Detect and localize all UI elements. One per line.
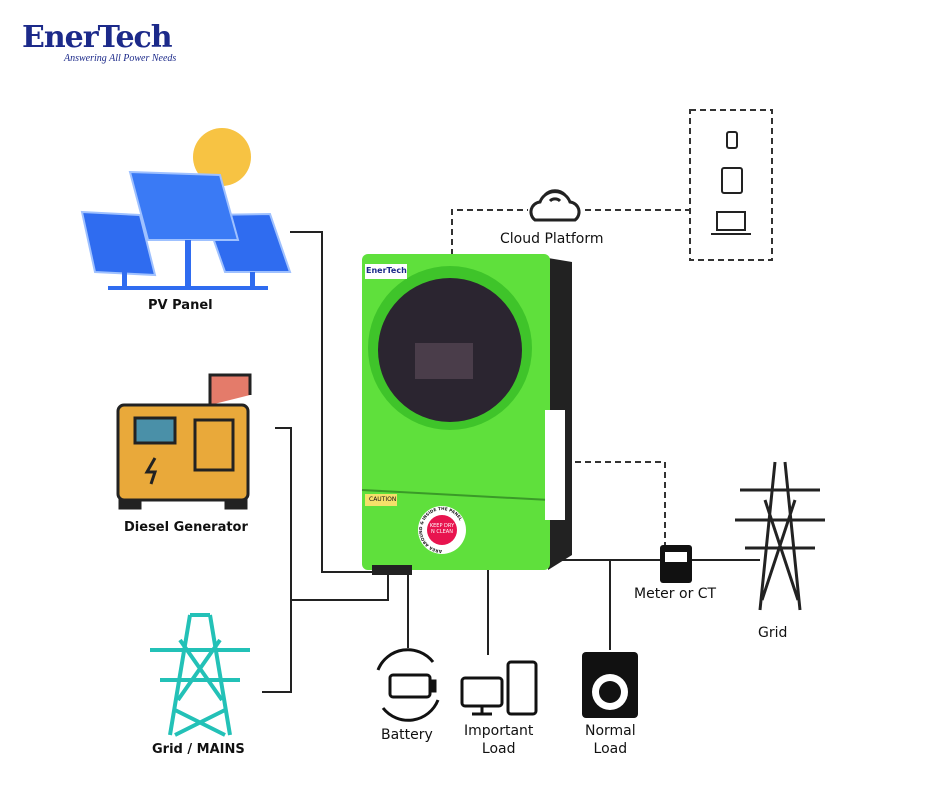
meter-icon bbox=[660, 545, 692, 583]
grid-tower-icon bbox=[735, 461, 825, 611]
battery-icon bbox=[376, 648, 440, 722]
computer-icon bbox=[460, 660, 538, 716]
cloud-platform-label: Cloud Platform bbox=[500, 231, 604, 247]
data-links bbox=[451, 109, 773, 545]
washing-machine-icon bbox=[582, 652, 638, 718]
pv-panel-icon bbox=[80, 170, 292, 290]
pv-panel-label: PV Panel bbox=[148, 298, 213, 313]
caution-label: CAUTION bbox=[369, 496, 397, 503]
diesel-generator-label: Diesel Generator bbox=[124, 520, 248, 535]
grid-label: Grid bbox=[758, 625, 788, 641]
normal-load-line2: Load bbox=[593, 741, 628, 757]
keep-dry-sticker: KEEP DRY N CLEAN bbox=[429, 523, 455, 535]
logo-brand: EnerTech bbox=[22, 20, 173, 55]
diesel-generator-icon bbox=[116, 373, 252, 510]
important-load-line1: Important bbox=[464, 723, 534, 739]
mains-tower-icon bbox=[150, 613, 250, 737]
devices-icon bbox=[711, 131, 751, 235]
battery-label: Battery bbox=[381, 727, 433, 743]
logo-tagline: Answering All Power Needs bbox=[64, 53, 177, 64]
inverter-image: AREA AROUND & INSIDE THE PANEL bbox=[361, 254, 572, 575]
inverter-brand: EnerTech bbox=[366, 266, 407, 275]
important-load-line2: Load bbox=[481, 741, 516, 757]
normal-load-line1: Normal bbox=[585, 723, 636, 739]
sun-icon bbox=[193, 128, 251, 186]
connection-lines bbox=[262, 231, 760, 693]
meter-label: Meter or CT bbox=[634, 586, 717, 602]
grid-mains-label: Grid / MAINS bbox=[152, 742, 245, 757]
enertech-logo: EnerTech Answering All Power Needs bbox=[22, 20, 176, 64]
cloud-icon bbox=[529, 189, 581, 222]
